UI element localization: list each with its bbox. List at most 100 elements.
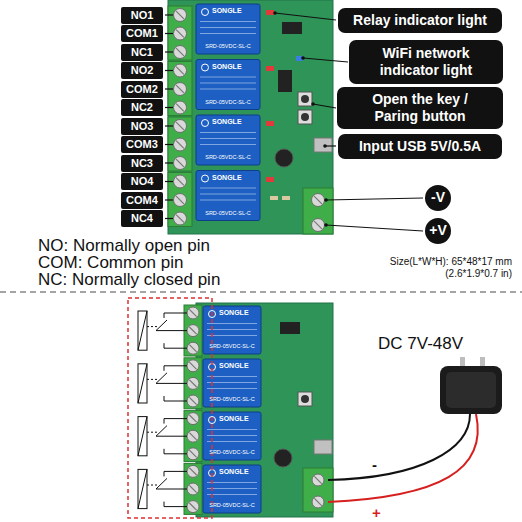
voltage-label: DC 7V-48V [378, 334, 463, 354]
terminal-screw [174, 101, 187, 114]
relay-nc-lead [164, 348, 187, 349]
relay-brand: SONGLE [219, 309, 249, 317]
pin-label: NC3 [121, 155, 163, 172]
relay-com-lead [156, 436, 187, 437]
relay-switch-blade [156, 478, 167, 489]
relay-model: SRD-05VDC-SL-C [205, 396, 259, 402]
relay-rating-stripe [200, 194, 256, 195]
terminal-screw [174, 120, 187, 133]
node-text: NC4 [131, 212, 153, 224]
node-text: NC1 [131, 46, 153, 58]
relay-com-lead [156, 330, 187, 331]
pin-leader-line [165, 125, 173, 126]
power-terminal-block [303, 468, 333, 512]
relay-model: SRD-05VDC-SL-C [198, 154, 258, 160]
relay-rating-stripe [207, 335, 257, 336]
polarity-sign: + [372, 504, 381, 521]
terminal-screw [312, 219, 325, 232]
pin-leader-line [165, 88, 173, 89]
terminal-sign-badge: +V [425, 218, 451, 244]
terminal-screw [187, 465, 199, 477]
usb-port [314, 138, 332, 152]
power-terminal-block [303, 188, 333, 234]
relay-rating-stripe [200, 200, 256, 201]
relay-model: SRD-05VDC-SL-C [198, 99, 258, 105]
relay-brand: SONGLE [212, 118, 242, 126]
node-text: COM4 [126, 194, 158, 206]
relay-led [266, 121, 274, 126]
positive-wire [328, 414, 478, 502]
pin-label: NO2 [121, 62, 163, 79]
terminal-screw [174, 27, 187, 40]
relay-brand: SONGLE [219, 468, 249, 476]
node-text: WiFi network indicator light [359, 45, 493, 79]
relay-body [196, 115, 260, 165]
screw-slot [189, 503, 196, 510]
screw-slot [189, 450, 196, 457]
relay-com-lead [156, 489, 187, 490]
relay-nc-lead [164, 401, 187, 402]
pin-label: NC4 [121, 210, 163, 227]
relay-coil-diagonal [138, 469, 147, 508]
screw-slot [176, 215, 184, 223]
screw-slot [189, 327, 196, 334]
screw-slot [176, 122, 184, 130]
screw-slot [314, 498, 321, 505]
relay-brand: SONGLE [212, 63, 242, 71]
relay-rating-stripe [207, 429, 257, 430]
relay-coil-symbol [138, 417, 147, 456]
terminal-screw [187, 325, 199, 337]
node-text: NC3 [131, 157, 153, 169]
callout-label: Open the key / Paring button [337, 87, 503, 129]
relay-brand: SONGLE [212, 174, 242, 182]
screw-slot [189, 433, 196, 440]
relay-nc-lead [164, 506, 187, 507]
screw-slot [176, 159, 184, 167]
node-text: COM3 [126, 138, 158, 150]
screw-slot [189, 380, 196, 387]
leader-dot [311, 102, 315, 106]
relay-logo [202, 175, 209, 182]
node-text: NC2 [131, 101, 153, 113]
power-adapter-face [446, 372, 496, 408]
pin-leader-line [165, 218, 173, 219]
terminal-screw [174, 175, 187, 188]
callout-leader-line [313, 104, 336, 108]
pin-leader-line [165, 144, 173, 145]
screw-slot [314, 221, 322, 229]
relay-coil-diagonal [138, 364, 147, 403]
screw-slot [176, 104, 184, 112]
terminal-screw [187, 501, 199, 513]
terminal-screw [187, 395, 199, 407]
pin-leader-line [165, 162, 173, 163]
screw-slot [176, 11, 184, 19]
relay-switch-blade [156, 320, 167, 331]
relay-coil-diagonal [138, 417, 147, 456]
relay-nc-contact [164, 449, 165, 454]
relay-model: SRD-05VDC-SL-C [198, 210, 258, 216]
relay-mechanical-link [147, 432, 159, 433]
node-text: Input USB 5V/0.5A [359, 138, 481, 155]
capacitor [275, 149, 293, 167]
relay-model: SRD-05VDC-SL-C [205, 449, 259, 455]
relay-led [266, 10, 274, 15]
relay-coil-symbol [138, 364, 147, 403]
dimension-note: Size(L*W*H): 65*48*17 mm (2.6*1.9*0.7 in… [345, 256, 512, 279]
pin-legend-note: COM: Common pin [38, 253, 183, 273]
terminal-screw [187, 377, 199, 389]
pin-leader-line [165, 14, 173, 15]
relay-rating-stripe [200, 132, 256, 133]
relay-body [196, 4, 260, 54]
resistor [282, 196, 290, 200]
callout-label: Relay indicator light [338, 8, 502, 33]
screw-slot [189, 397, 196, 404]
push-button-cap [301, 113, 309, 121]
screw-slot [189, 345, 196, 352]
relay-rating-stripe [207, 376, 257, 377]
terminal-screw [187, 448, 199, 460]
relay-no-contact [164, 366, 165, 371]
screw-slot [176, 30, 184, 38]
screw-slot [189, 362, 196, 369]
power-adapter-body [440, 366, 502, 414]
